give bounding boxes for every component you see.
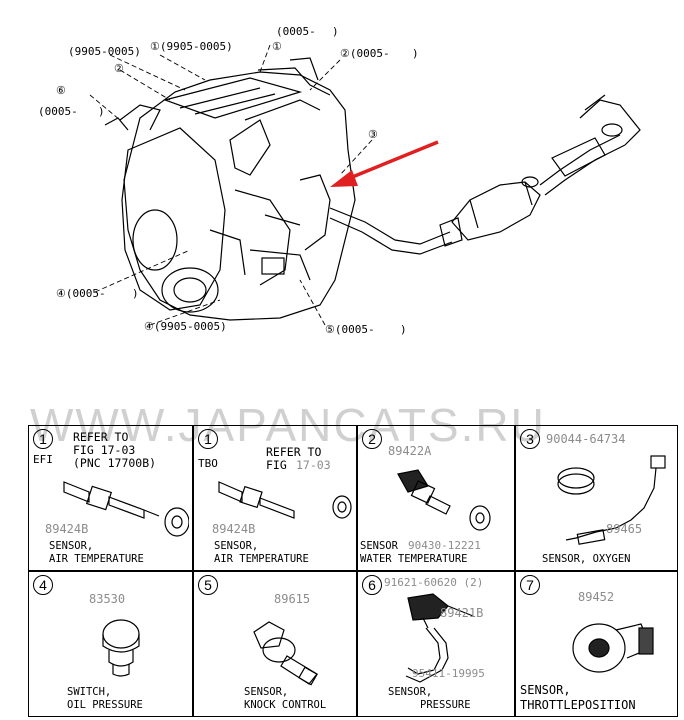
cell-prefix: EFI <box>33 453 53 466</box>
callout-6-circle: ⑥ <box>56 84 66 97</box>
throttle-position-sensor-drawing <box>572 623 654 673</box>
callout-1-9905-0005: ①(9905-0005) <box>150 40 233 53</box>
part-name-line2: OIL PRESSURE <box>67 699 143 711</box>
part-number: 89465 <box>606 522 643 536</box>
callout-5-0005-close: ) <box>400 323 407 336</box>
callout-3-circle: ③ <box>368 128 378 141</box>
cell-number: 1 <box>198 429 218 449</box>
part-name-line1: SENSOR, <box>244 686 289 698</box>
part-cell-1-tbo[interactable]: 1 TBO REFER TO FIG 17-03 89424B SENSOR, … <box>193 425 357 571</box>
cell-prefix: TBO <box>198 457 218 470</box>
part-cell-3[interactable]: 3 90044-64734 89465 SENSOR, OXYGEN <box>515 425 678 571</box>
part-name-line1: SENSOR, <box>388 686 433 698</box>
part-number-bolt: 91621-60620 (2) <box>384 576 484 589</box>
knock-sensor-drawing <box>253 621 318 686</box>
cell-number: 5 <box>198 575 218 595</box>
callout-4-0005: ④(0005- <box>56 287 106 300</box>
cell-number: 1 <box>33 429 53 449</box>
part-number: 89422A <box>388 444 432 458</box>
engine-exhaust-diagram <box>89 44 641 326</box>
part-name-line2: KNOCK CONTROL <box>244 699 327 711</box>
refer-to-text: REFER TO <box>266 445 322 459</box>
callout-0005-left-close: ) <box>98 105 105 118</box>
refer-pnc-text: (PNC 17700B) <box>73 456 157 470</box>
refer-to-text: REFER TO <box>73 430 129 444</box>
refer-fig-number: 17-03 <box>296 458 331 472</box>
cell-number: 7 <box>520 575 540 595</box>
callout-1-circle: ① <box>272 40 282 53</box>
part-cell-2[interactable]: 2 89422A SENSOR 90430-12221 WATER TEMPER… <box>357 425 515 571</box>
part-name-line1: SENSOR <box>360 540 398 552</box>
callout-0005-top: (0005- <box>276 25 316 38</box>
part-number-clamp: 90044-64734 <box>546 432 626 446</box>
refer-fig-text: FIG 17-03 <box>73 443 136 457</box>
pressure-sensor-drawing <box>405 593 474 683</box>
cell-number: 6 <box>362 575 382 595</box>
water-temp-sensor-drawing <box>397 469 491 531</box>
part-name-line2: WATER TEMPERATURE <box>360 553 468 565</box>
part-cell-5[interactable]: 5 89615 SENSOR, KNOCK CONTROL <box>193 571 357 717</box>
part-number: 89452 <box>578 590 615 604</box>
part-cell-1-efi[interactable]: 1 EFI REFER TO FIG 17-03 (PNC 17700B) 89… <box>28 425 193 571</box>
part-number: 89421B <box>440 606 484 620</box>
callout-2-circle: ② <box>114 62 124 75</box>
part-cell-4[interactable]: 4 83530 SWITCH, OIL PRESSURE <box>28 571 193 717</box>
part-number: 89615 <box>274 592 311 606</box>
cell-number: 2 <box>362 429 382 449</box>
callout-5-0005: ⑤(0005- <box>325 323 375 336</box>
part-cell-7[interactable]: 7 89452 SENSOR, THROTTLEPOSITION <box>515 571 678 717</box>
part-name-line2: AIR TEMPERATURE <box>214 553 309 565</box>
part-name-line1: SENSOR, <box>214 540 259 552</box>
part-cell-6[interactable]: 6 91621-60620 (2) 89421B 95411-19995 SEN… <box>357 571 515 717</box>
air-temp-sensor-drawing <box>63 481 189 537</box>
parts-grid: 1 EFI REFER TO FIG 17-03 (PNC 17700B) 89… <box>28 425 678 717</box>
part-name-line2: AIR TEMPERATURE <box>49 553 144 565</box>
refer-fig-text: FIG <box>266 458 287 472</box>
part-number-hose: 95411-19995 <box>412 667 485 680</box>
part-name-line1: SENSOR, <box>49 540 94 552</box>
oil-pressure-switch-drawing <box>102 619 140 677</box>
callout-4-9905-0005: ④(9905-0005) <box>144 320 227 333</box>
oxygen-sensor-drawing <box>557 455 666 545</box>
callout-0005-left: (0005- <box>38 105 78 118</box>
part-number-washer: 90430-12221 <box>408 539 481 552</box>
part-name-line2: THROTTLEPOSITION <box>520 698 636 712</box>
callout-0005-top-close: ) <box>332 25 339 38</box>
callout-2-0005-close: ) <box>412 47 419 60</box>
part-name-line1: SENSOR, OXYGEN <box>542 553 631 565</box>
cell-number: 3 <box>520 429 540 449</box>
callout-4-0005-close: ) <box>132 287 139 300</box>
part-number: 89424B <box>212 522 256 536</box>
part-name-line1: SWITCH, <box>67 686 112 698</box>
air-temp-sensor-drawing <box>218 481 352 519</box>
part-number: 83530 <box>89 592 126 606</box>
cell-number: 4 <box>33 575 53 595</box>
part-name-line1: SENSOR, <box>520 683 571 697</box>
part-name-line2: PRESSURE <box>420 699 471 711</box>
part-number: 89424B <box>45 522 89 536</box>
callout-9905-0005-left: (9905-0005) <box>68 45 141 58</box>
callout-2-0005: ②(0005- <box>340 47 390 60</box>
